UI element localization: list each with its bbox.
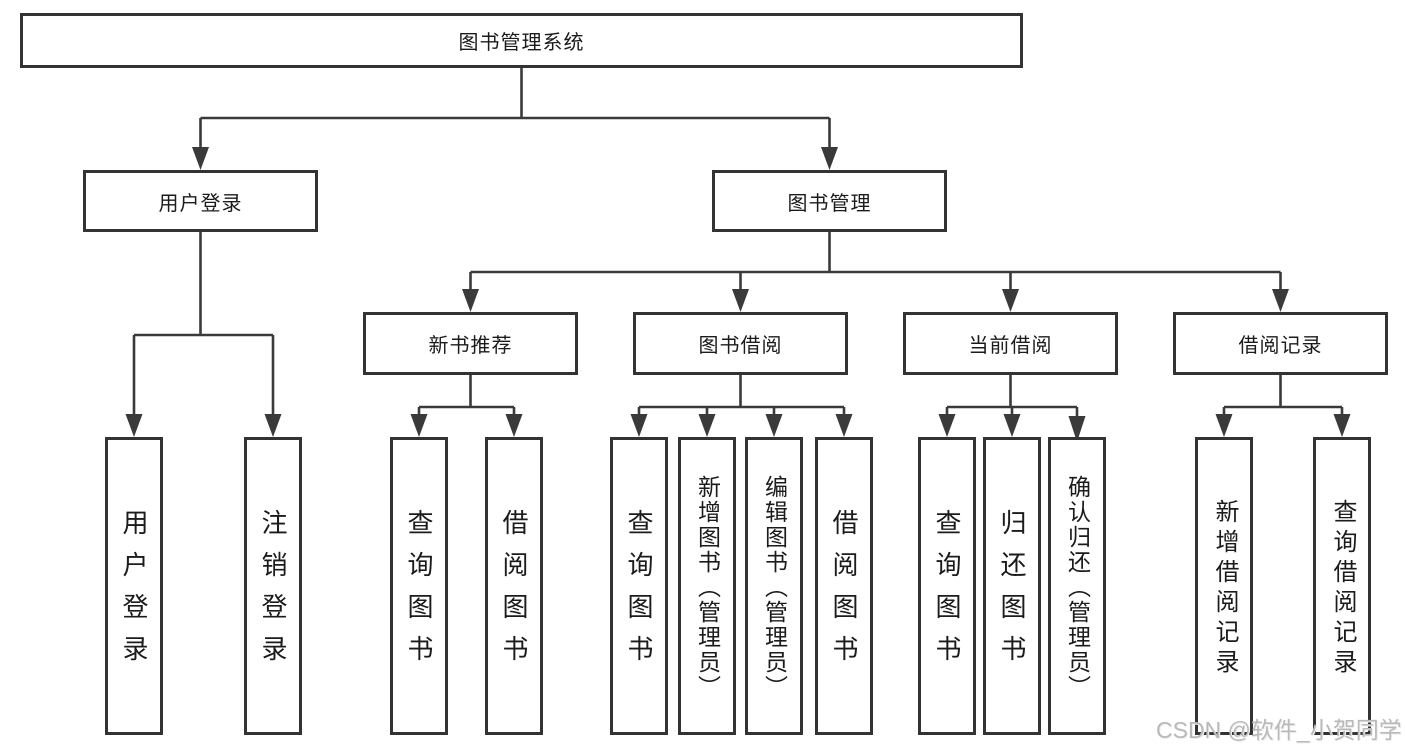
leaf-label: 注销登录 xyxy=(258,509,288,677)
node-label: 借阅记录 xyxy=(1238,335,1323,357)
leaf-logout: 注销登录 xyxy=(244,437,302,735)
leaf-add-borrow-record: 新增借阅记录 xyxy=(1195,437,1253,735)
node-current-borrowing: 当前借阅 xyxy=(903,312,1118,375)
leaf-add-book-admin: 新增图书（管理员） xyxy=(678,437,736,735)
node-label: 新书推荐 xyxy=(428,335,513,357)
leaf-label: 确认归还（管理员） xyxy=(1064,474,1091,700)
leaf-label: 用户登录 xyxy=(119,509,149,677)
leaf-edit-book-admin: 编辑图书（管理员） xyxy=(745,437,803,735)
leaf-confirm-return-admin: 确认归还（管理员） xyxy=(1048,437,1106,735)
leaf-label: 编辑图书（管理员） xyxy=(761,474,788,700)
node-user-login: 用户登录 xyxy=(83,170,318,232)
node-book-borrowing: 图书借阅 xyxy=(633,312,848,375)
leaf-query-books-current: 查询图书 xyxy=(918,437,976,735)
leaf-label: 查询图书 xyxy=(624,509,654,677)
csdn-watermark: CSDN @软件_小贺同学 xyxy=(1156,717,1402,743)
node-label: 当前借阅 xyxy=(968,335,1053,357)
leaf-label: 归还图书 xyxy=(997,509,1027,677)
leaf-query-borrow-record: 查询借阅记录 xyxy=(1313,437,1371,735)
leaf-return-book: 归还图书 xyxy=(983,437,1041,735)
leaf-label: 借阅图书 xyxy=(499,509,529,677)
leaf-label: 新增图书（管理员） xyxy=(694,474,721,700)
leaf-label: 查询图书 xyxy=(404,509,434,677)
node-book-management: 图书管理 xyxy=(712,170,947,232)
leaf-label: 查询图书 xyxy=(932,509,962,677)
node-borrow-records: 借阅记录 xyxy=(1173,312,1388,375)
leaf-label: 借阅图书 xyxy=(829,509,859,677)
leaf-query-books-borrowing: 查询图书 xyxy=(610,437,668,735)
leaf-query-books-newbooks: 查询图书 xyxy=(390,437,448,735)
node-label: 图书借阅 xyxy=(698,335,783,357)
node-new-book-recommend: 新书推荐 xyxy=(363,312,578,375)
leaf-user-login: 用户登录 xyxy=(105,437,163,735)
node-label: 图书管理 xyxy=(787,192,872,215)
node-label: 图书管理系统 xyxy=(458,32,585,54)
node-label: 用户登录 xyxy=(158,192,243,215)
leaf-borrow-books: 借阅图书 xyxy=(815,437,873,735)
node-library-management-system: 图书管理系统 xyxy=(20,13,1023,68)
leaf-borrow-books-newbooks: 借阅图书 xyxy=(485,437,543,735)
leaf-label: 新增借阅记录 xyxy=(1211,499,1238,679)
leaf-label: 查询借阅记录 xyxy=(1329,499,1356,679)
arrowheads xyxy=(125,147,1351,442)
